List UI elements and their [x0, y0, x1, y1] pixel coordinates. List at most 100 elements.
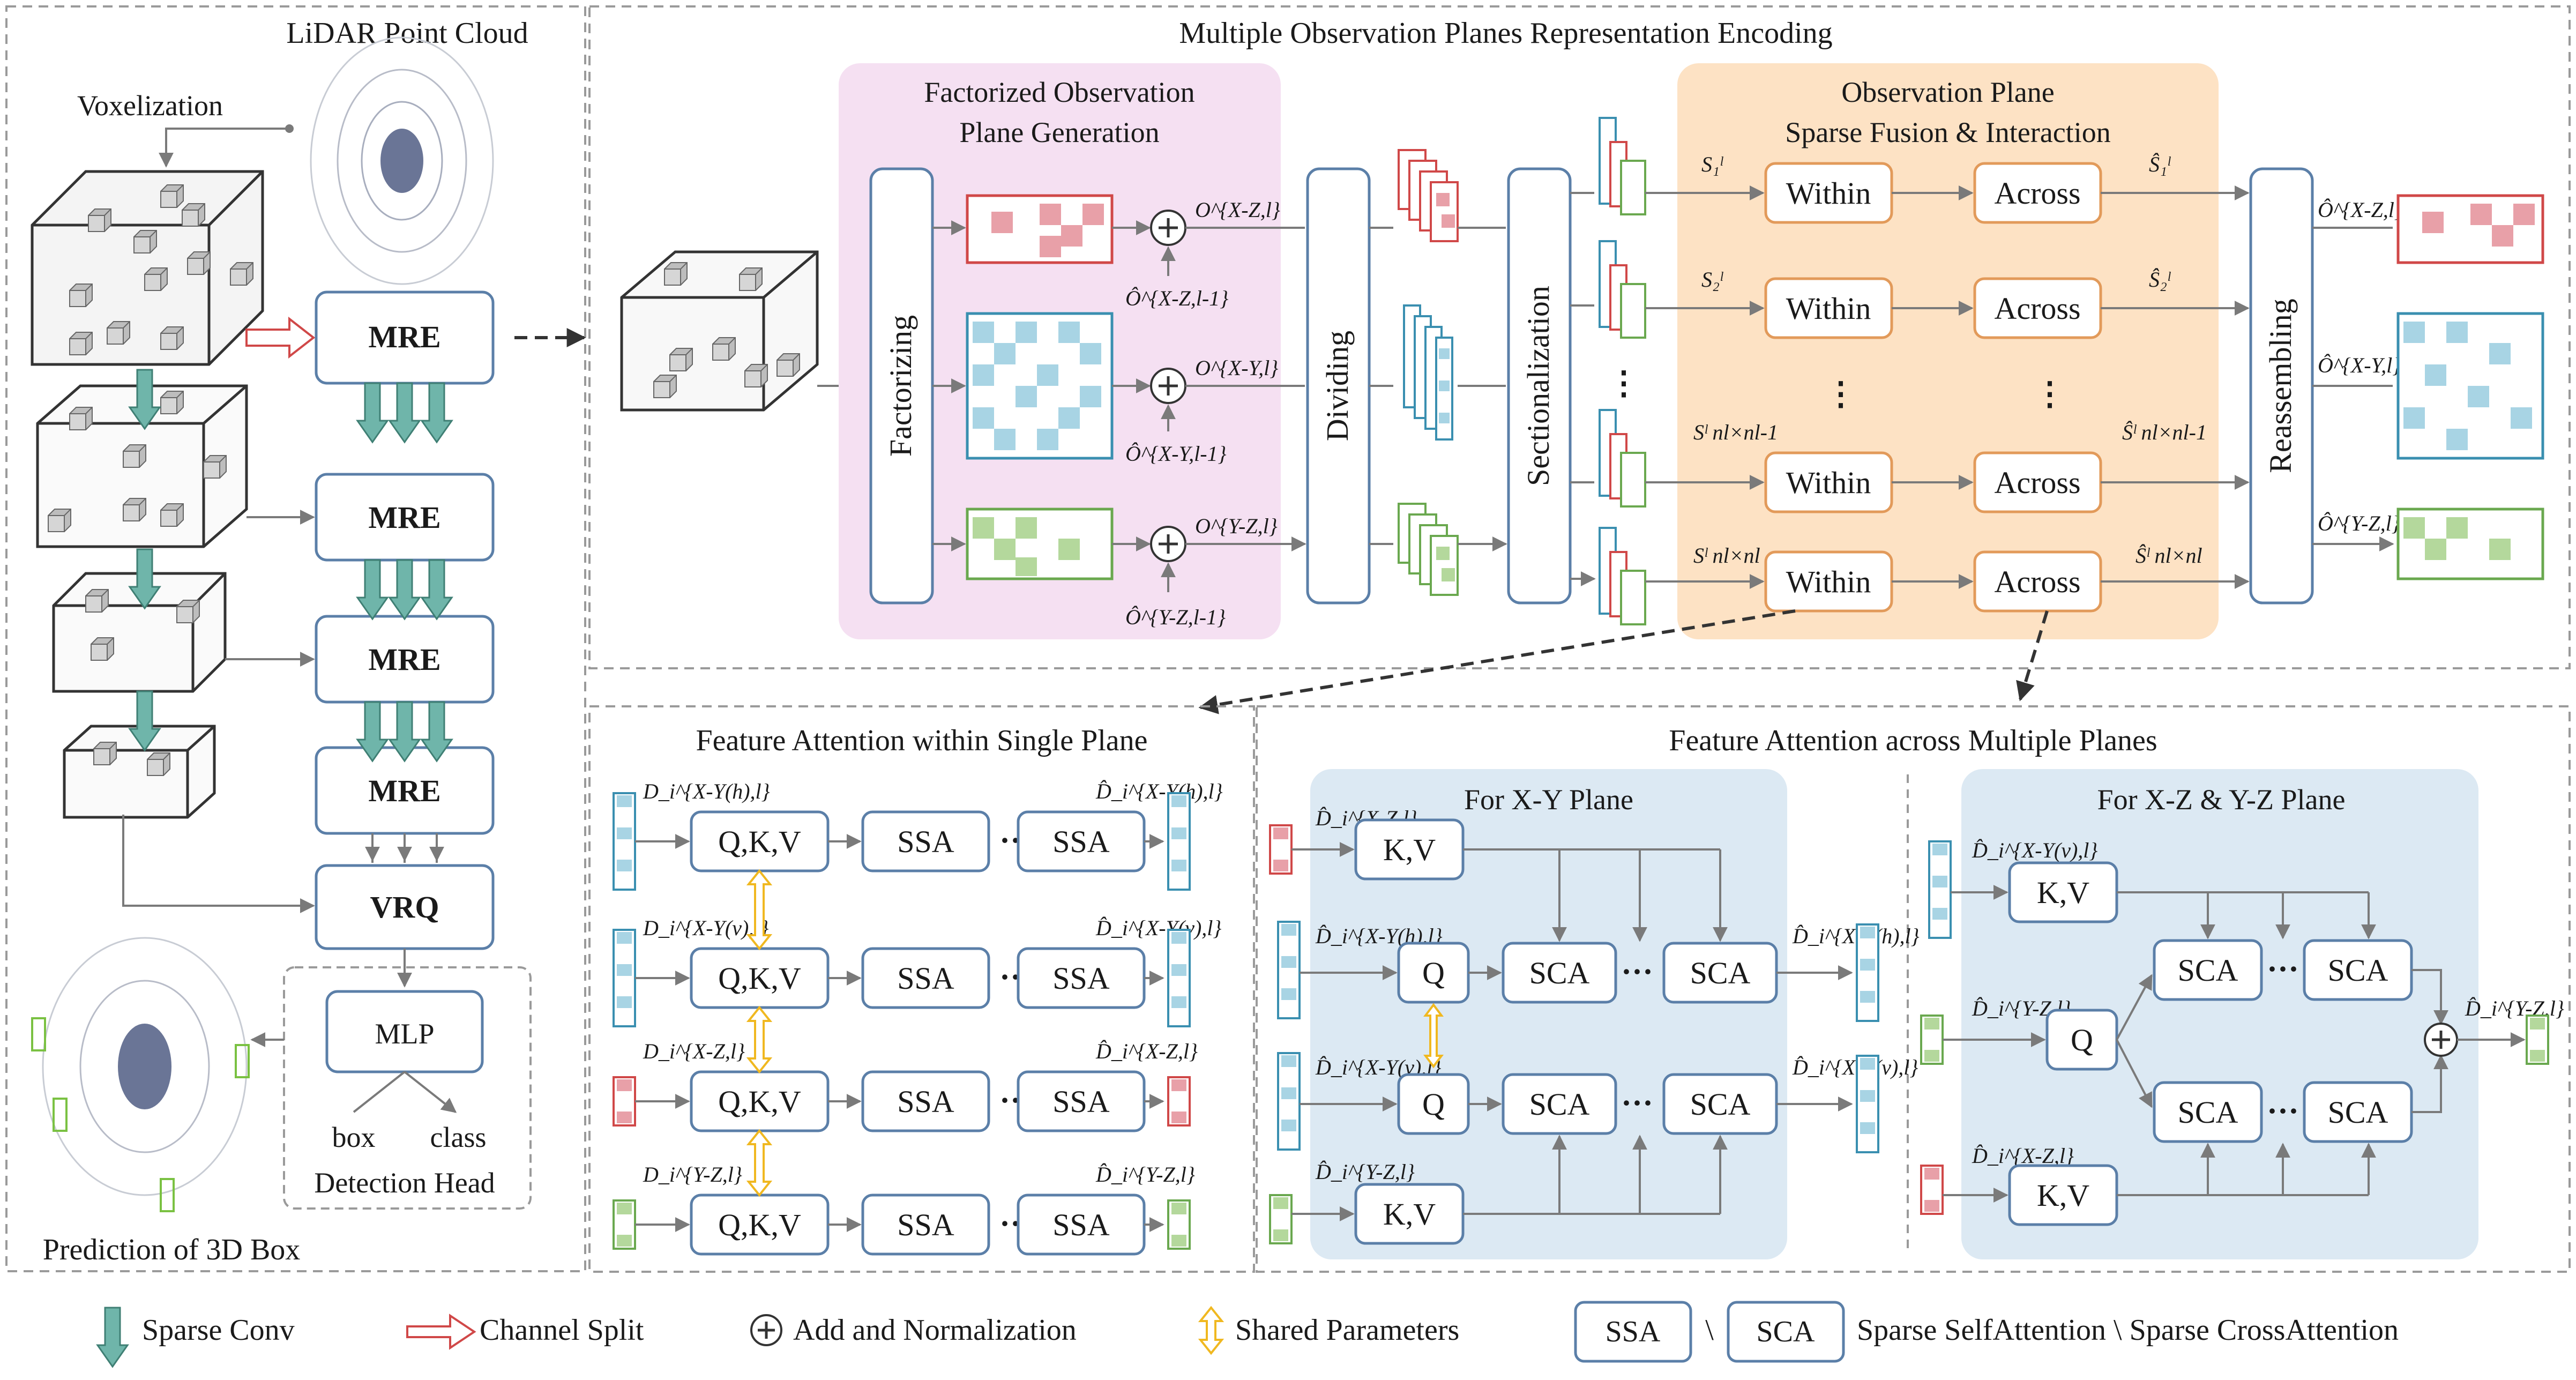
xzyz-kv-top: K,V [2037, 875, 2089, 910]
within-block-1: Within [1786, 176, 1871, 211]
s2-label: S₂ˡ [1701, 267, 1723, 292]
mre-block-2: MRE [368, 500, 440, 535]
svg-text:⋮: ⋮ [2034, 376, 2066, 412]
xzyz-out-strip [2526, 1015, 2549, 1065]
mre-block-3: MRE [368, 642, 440, 677]
add-norm-nodes [1112, 210, 1186, 592]
within-across-rows: Within Across S₁ˡ Ŝ₁ˡ Within Across S₂ˡ … [1645, 152, 2250, 613]
within-ssa-a-4: SSA [897, 1207, 954, 1242]
svg-text:···: ··· [2267, 1093, 2299, 1129]
within-ssa-b-2: SSA [1052, 961, 1110, 996]
o-yz-label: O^{Y-Z,l} [1195, 514, 1278, 538]
xy-q-strip-h [1277, 921, 1301, 1019]
xy-q-v: Q [1422, 1087, 1445, 1122]
mre-block-4: MRE [368, 773, 440, 808]
ohat-xy-prev-label: Ô^{X-Y,l-1} [1125, 442, 1227, 466]
within-qkv-1: Q,K,V [718, 824, 801, 859]
xzyz-label-xyv: D̂_i^{X-Y(v),l} [1972, 838, 2097, 862]
xy-q-h: Q [1422, 956, 1445, 990]
within-in-label-4: D_i^{Y-Z,l} [643, 1162, 742, 1187]
xy-kv-strip-bottom [1269, 1194, 1293, 1244]
voxel-grid-2 [36, 384, 248, 548]
vrq-block: VRQ [370, 890, 439, 924]
legend-channel-split: Channel Split [480, 1314, 644, 1347]
detection-head-label: Detection Head [314, 1167, 495, 1199]
xy-sca-a-1-box [1502, 942, 1617, 1004]
output-plane-grids [2396, 194, 2544, 580]
xy-sca-b-1: SCA [1690, 956, 1751, 990]
divided-stack-yz [1398, 503, 1459, 596]
legend-attn-text: Sparse SelfAttention \ Sparse CrossAtten… [1857, 1314, 2399, 1347]
mre-block-1: MRE [368, 319, 440, 354]
xzyz-add-norm-node [2424, 1023, 2458, 1057]
fop-title-2: Plane Generation [959, 116, 1159, 148]
within-ssa-a-2: SSA [897, 961, 954, 996]
across-attention-content: D̂_i^{X-Z,l}K,VD̂_i^{X-Y(h),l}QD̂_i^{X-Y… [1269, 806, 2564, 1245]
ohat-yz-prev-label: Ô^{Y-Z,l-1} [1125, 605, 1226, 629]
within-out-label-4: D̂_i^{Y-Z,l} [1095, 1162, 1195, 1187]
xzyz-sca-a-1-box [2153, 939, 2263, 1001]
xy-sca-a-1: SCA [1529, 956, 1590, 990]
sn-label: Sˡ nl×nl [1693, 543, 1760, 568]
within-input-strip-4 [613, 1199, 636, 1250]
across-block-3: Across [1994, 465, 2080, 500]
dividing-label: Dividing [1320, 331, 1355, 441]
channel-split-icon [406, 1314, 476, 1350]
within-title: Feature Attention within Single Plane [696, 724, 1147, 757]
within-input-strip-3 [613, 1076, 636, 1127]
svg-text:⋮: ⋮ [1825, 376, 1857, 412]
xy-sca-a-2-box [1502, 1073, 1617, 1135]
xzyz-label-xz: D̂_i^{X-Z,l} [1972, 1144, 2074, 1168]
sh2-label: Ŝ₂ˡ [2149, 267, 2171, 292]
point-cloud-image [310, 36, 494, 285]
within-qkv-4: Q,K,V [718, 1207, 801, 1242]
within-qkv-3: Q,K,V [718, 1084, 801, 1119]
legend-ssa-box: SSA [1606, 1315, 1661, 1348]
box-label: box [332, 1121, 376, 1153]
within-ssa-b-3: SSA [1052, 1084, 1110, 1119]
class-label: class [430, 1121, 487, 1153]
reassembling-label: Reassembling [2263, 299, 2298, 473]
within-ssa-a-1-box [861, 810, 990, 872]
divided-stack-xy [1403, 304, 1453, 441]
prediction-image [31, 937, 250, 1212]
osf-title-2: Sparse Fusion & Interaction [1785, 116, 2110, 148]
xzyz-kv-strip-top [1928, 840, 1952, 939]
s1-label: S₁ˡ [1701, 152, 1723, 176]
top-panel: Multiple Observation Planes Representati… [588, 5, 2571, 669]
shn1-label: Ŝˡ nl×nl-1 [2122, 420, 2207, 444]
voxel-grid-3 [52, 572, 227, 693]
xzyz-sca-a-2-box [2153, 1081, 2263, 1143]
within-block-2: Within [1786, 291, 1871, 326]
svg-text:···: ··· [2267, 951, 2299, 987]
xy-out-strip-1 [1856, 923, 1879, 1022]
within-panel: Feature Attention within Single Plane [588, 705, 1255, 1273]
xy-sca-a-2: SCA [1529, 1087, 1590, 1122]
legend-sparse-conv: Sparse Conv [142, 1314, 295, 1347]
xy-out-label-2: D̂_i^{X-Y(v),l} [1792, 1055, 1918, 1079]
factorizing-label: Factorizing [883, 315, 918, 457]
within-ssa-a-3: SSA [897, 1084, 954, 1119]
within-ssa-b-1: SSA [1052, 824, 1110, 859]
input-voxel-grid [620, 250, 819, 412]
plane-grid-yz [932, 508, 1114, 580]
xzyz-sca-a-2: SCA [2178, 1095, 2238, 1130]
legend-add-norm: Add and Normalization [793, 1314, 1077, 1347]
plane-grid-xz [932, 194, 1114, 264]
legend: Sparse Conv Channel Split Add and Normal… [96, 1301, 2399, 1368]
within-block-3: Within [1786, 465, 1871, 500]
xy-kv-strip-top [1269, 824, 1293, 875]
xy-plane-title: For X-Y Plane [1464, 784, 1633, 816]
within-output-strip-1 [1167, 792, 1191, 891]
xy-out-strip-2 [1856, 1055, 1879, 1153]
across-block-2: Across [1994, 291, 2080, 326]
xy-shared-params-arrow [1423, 1003, 1444, 1069]
svg-text:···: ··· [1621, 1085, 1653, 1121]
within-output-strip-2 [1167, 929, 1191, 1027]
sh1-label: Ŝ₁ˡ [2149, 152, 2171, 176]
add-norm-icon [750, 1314, 782, 1346]
xzyz-sca-b-2: SCA [2328, 1095, 2388, 1130]
o-xz-label: O^{X-Z,l} [1195, 198, 1280, 222]
